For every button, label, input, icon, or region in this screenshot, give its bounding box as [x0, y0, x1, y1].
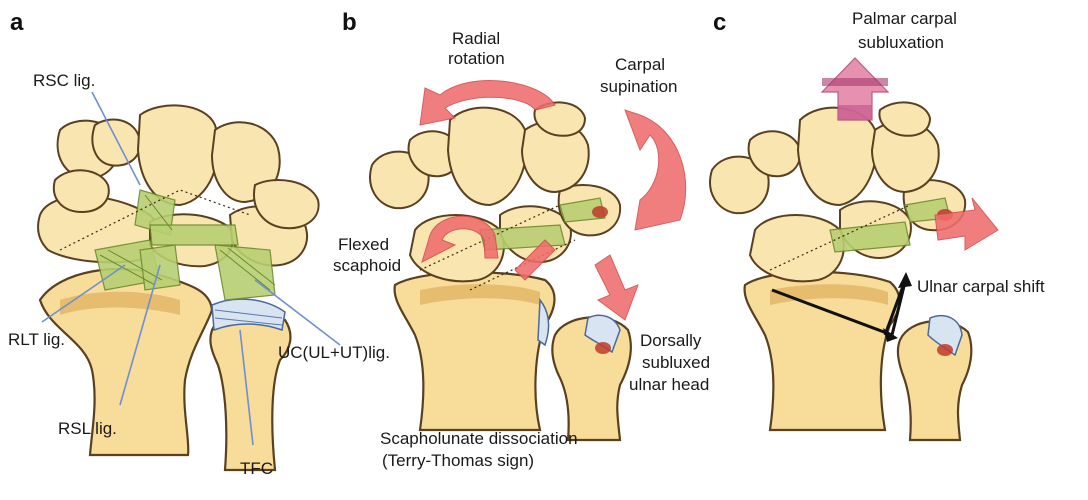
label-ulnar-head: ulnar head	[629, 375, 709, 394]
label-flexed: Flexed	[338, 235, 389, 254]
carpal-supination-arrow	[625, 110, 686, 230]
label-scaphoid: scaphoid	[333, 256, 401, 275]
panel-b-letter: b	[342, 9, 357, 36]
label-carpal: Carpal	[615, 55, 665, 74]
trapezoid-a	[92, 120, 140, 166]
center-ligament-a	[150, 225, 238, 245]
dorsal-ulna-arrow	[595, 255, 638, 320]
panel-c: c Palmar carp	[710, 9, 1045, 440]
label-palmar-carpal: Palmar carpal	[852, 9, 957, 28]
ulna-bone-a	[210, 311, 290, 470]
panel-b: b Radial rotation Carpal supinatio	[333, 9, 710, 470]
label-tfc: TFC	[240, 459, 273, 478]
panel-a-letter: a	[10, 9, 24, 36]
panel-a: a	[8, 9, 390, 478]
label-terry-thomas: (Terry-Thomas sign)	[382, 451, 534, 470]
label-rotation: rotation	[448, 49, 505, 68]
capitate-b	[448, 108, 527, 205]
label-scapholunate: Scapholunate dissociation	[380, 429, 578, 448]
label-radial: Radial	[452, 29, 500, 48]
label-ulnar-shift: Ulnar carpal shift	[917, 277, 1045, 296]
label-supination: supination	[600, 77, 678, 96]
label-rsc: RSC lig.	[33, 71, 95, 90]
label-subluxed: subluxed	[642, 353, 710, 372]
trapezium-extra-a	[54, 170, 109, 212]
capitate-c	[798, 108, 877, 205]
label-dorsally: Dorsally	[640, 331, 702, 350]
panel-c-letter: c	[713, 9, 726, 36]
label-rlt: RLT lig.	[8, 330, 65, 349]
label-uc: UC(UL+UT)lig.	[278, 343, 390, 362]
scaphoid-c	[750, 215, 844, 281]
label-rsl: RSL lig.	[58, 419, 117, 438]
label-subluxation: subluxation	[858, 33, 944, 52]
capitate-a	[138, 105, 218, 205]
